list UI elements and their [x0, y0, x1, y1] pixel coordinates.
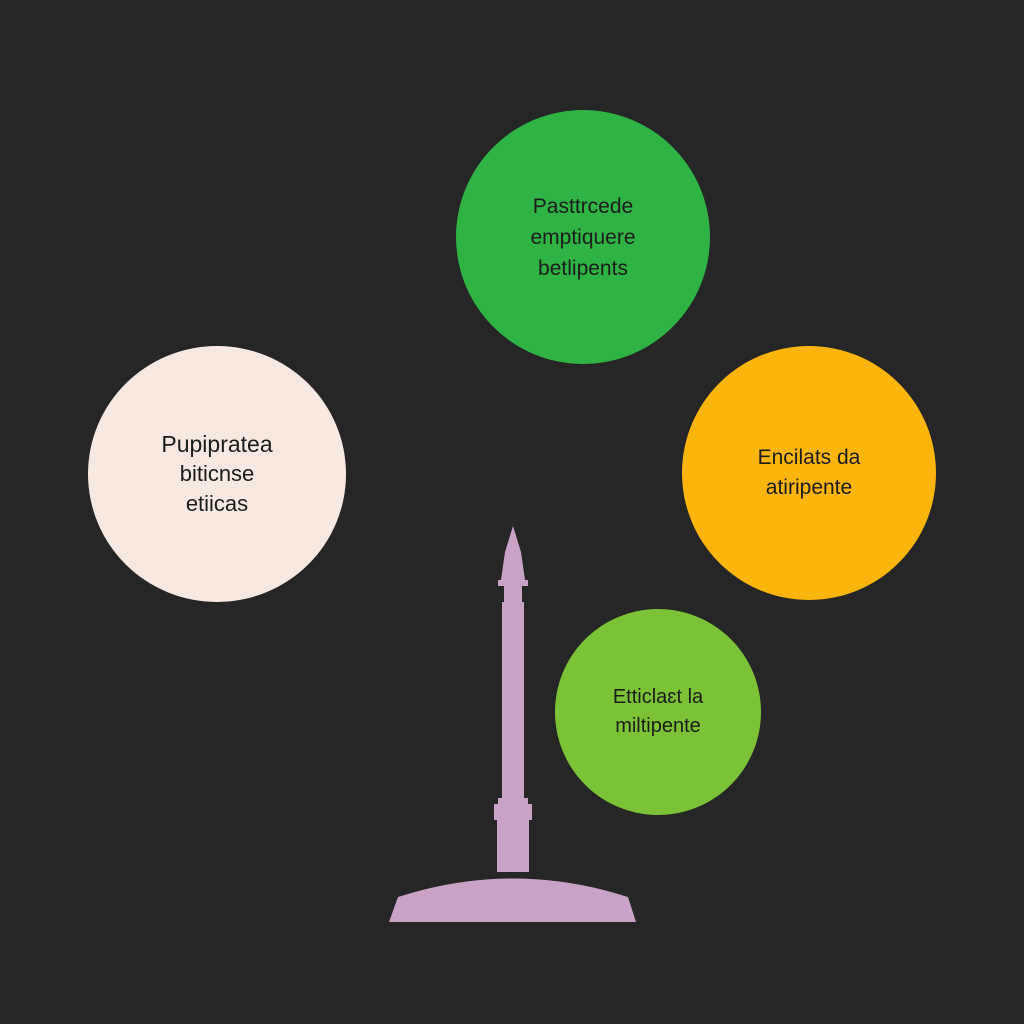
node-top-line-1: Pasttrcede [532, 194, 634, 218]
node-bottom-line-1: Etticlaɛt la [612, 686, 704, 708]
node-bottom-circle: Etticlaɛt la miltipente [555, 609, 761, 815]
node-left-line-3: etiicas [185, 491, 249, 516]
node-top-circle: Pasttrcede emptiquere betlipents [456, 110, 710, 364]
node-left-line-1: Pupipratea [161, 431, 273, 457]
node-top-line-2: emptiquere [530, 225, 636, 249]
node-right-circle: Encilats da atiripente [682, 346, 936, 600]
node-left-circle: Pupipratea biticnse etiicas [88, 346, 346, 602]
node-right-line-2: atiripente [765, 476, 853, 499]
node-left-line-2: biticnse [179, 461, 255, 486]
pillar-shape [389, 526, 636, 922]
node-right-line-1: Encilats da [757, 446, 861, 469]
node-bottom-line-2: miltipente [615, 715, 701, 737]
node-top-line-3: betlipents [538, 256, 628, 280]
